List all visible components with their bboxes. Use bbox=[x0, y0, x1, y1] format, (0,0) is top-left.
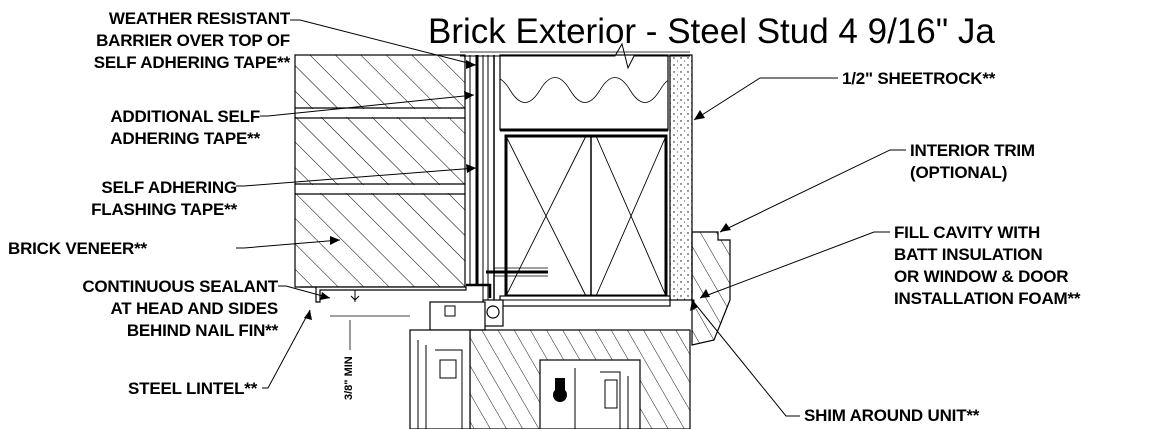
label-weather-barrier: WEATHER RESISTANT BARRIER OVER TOP OF SE… bbox=[93, 9, 290, 72]
dimension-min: 3/8" MIN bbox=[343, 356, 355, 400]
label-steel-lintel: STEEL LINTEL** bbox=[128, 379, 258, 398]
label-fill-cavity: FILL CAVITY WITH BATT INSULATION OR WIND… bbox=[894, 223, 1081, 308]
interior-trim bbox=[691, 231, 731, 346]
label-flashing-tape: SELF ADHERING FLASHING TAPE** bbox=[91, 178, 237, 219]
label-interior-trim: INTERIOR TRIM (OPTIONAL) bbox=[910, 141, 1035, 182]
flashing-layers bbox=[466, 55, 495, 300]
label-sealant: CONTINUOUS SEALANT AT HEAD AND SIDES BEH… bbox=[82, 277, 278, 340]
label-shim: SHIM AROUND UNIT** bbox=[804, 406, 980, 425]
leader-arrows bbox=[304, 60, 731, 320]
leader-lines bbox=[236, 19, 906, 417]
sheetrock bbox=[669, 54, 693, 301]
break-line bbox=[460, 42, 690, 70]
label-sheetrock: 1/2" SHEETROCK** bbox=[842, 69, 996, 88]
label-additional-tape: ADDITIONAL SELF ADHERING TAPE** bbox=[110, 107, 260, 148]
label-brick-veneer: BRICK VENEER** bbox=[8, 239, 147, 258]
drawing-title: Brick Exterior - Steel Stud 4 9/16" Ja bbox=[428, 12, 995, 51]
batt-insulation bbox=[499, 54, 669, 132]
header-block bbox=[486, 134, 668, 298]
window-frame bbox=[409, 295, 695, 429]
steel-lintel bbox=[300, 286, 467, 350]
